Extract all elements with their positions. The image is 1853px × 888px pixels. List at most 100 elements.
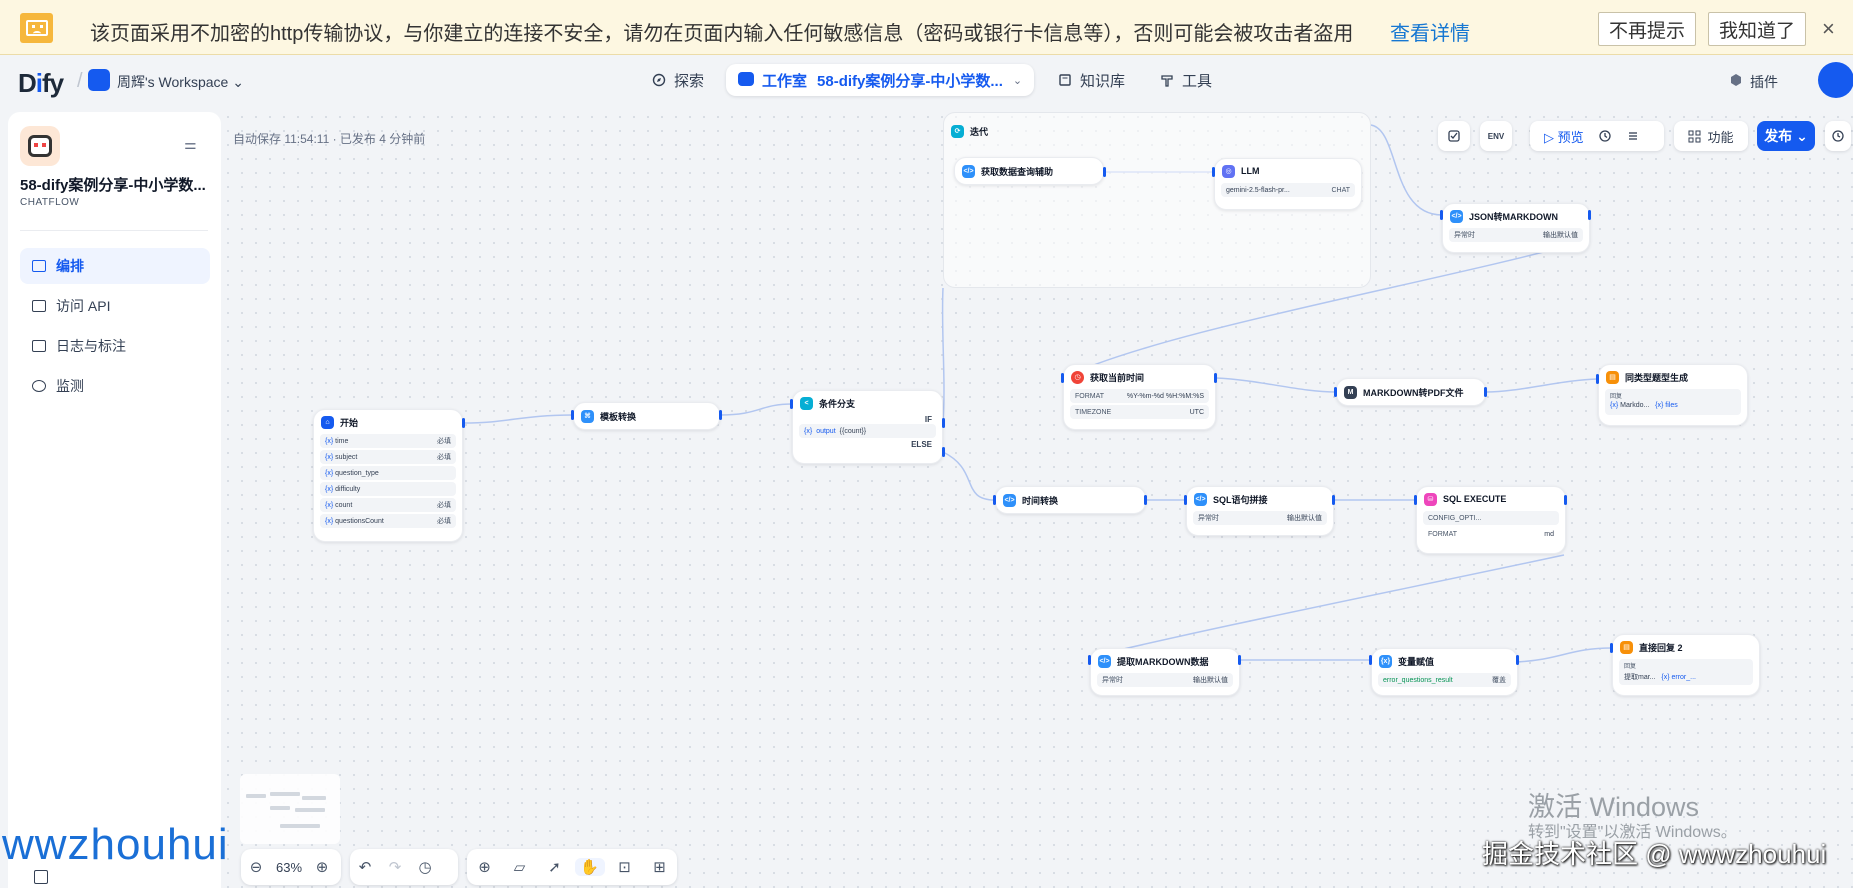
branch-icon: < xyxy=(800,396,813,410)
workspace-avatar[interactable] xyxy=(88,69,110,91)
node-output-handle[interactable] xyxy=(1516,655,1519,665)
sidebar-item-api[interactable]: 访问 API xyxy=(20,288,210,324)
dify-logo[interactable]: Dify xyxy=(18,68,64,98)
node-llm[interactable]: ◎LLM gemini-2.5-flash-pr...CHAT xyxy=(1214,158,1362,210)
node-input-handle[interactable] xyxy=(790,399,793,409)
file-list-icon xyxy=(32,340,46,352)
node-output-handle[interactable] xyxy=(1238,655,1241,665)
answer-content: 回复 {x} Markdo... {x} files xyxy=(1605,389,1741,415)
node-input-handle[interactable] xyxy=(571,410,574,420)
env-button[interactable]: ENV xyxy=(1480,121,1512,151)
add-node-icon[interactable]: ⊕ xyxy=(478,859,491,876)
chevron-down-icon[interactable]: ⌄ xyxy=(1012,74,1023,87)
minimap[interactable] xyxy=(240,774,340,844)
zoom-level[interactable]: 63% xyxy=(275,859,303,875)
markdown-icon: M xyxy=(1344,385,1357,399)
checklist-icon[interactable] xyxy=(1626,129,1640,143)
node-output-handle[interactable] xyxy=(1144,495,1147,505)
add-note-icon[interactable]: ▱ xyxy=(513,859,526,876)
start-var-row: {x} question_type xyxy=(320,466,456,480)
top-header: Dify / 周辉's Workspace ⌄ 探索 工作室 58-dify案例… xyxy=(0,56,1853,110)
node-input-handle[interactable] xyxy=(1414,495,1417,505)
node-fetch-sql-helper[interactable]: </>获取数据查询辅助 xyxy=(954,157,1104,185)
node-input-handle[interactable] xyxy=(1088,655,1091,665)
collapse-sidebar-icon[interactable] xyxy=(34,870,48,884)
preview-button[interactable]: ▷ 预览 xyxy=(1544,129,1584,145)
node-output-handle[interactable] xyxy=(1588,210,1591,220)
node-get-current-time[interactable]: ◷获取当前时间 FORMAT%Y-%m-%d %H:%M:%S TIMEZONE… xyxy=(1063,364,1216,430)
features-button[interactable]: 功能 xyxy=(1674,121,1748,151)
node-answer-similar[interactable]: ▤同类型题型生成 回复 {x} Markdo... {x} files xyxy=(1598,364,1748,426)
node-input-handle[interactable] xyxy=(1061,373,1064,383)
sidebar-item-orchestrate[interactable]: 编排 xyxy=(20,248,210,284)
node-title: 模板转换 xyxy=(600,411,637,422)
user-avatar[interactable] xyxy=(1818,62,1853,98)
nav-explore[interactable]: 探索 xyxy=(652,63,704,97)
node-markdown-to-pdf[interactable]: M MARKDOWN转PDF文件 xyxy=(1336,378,1486,406)
plugins-button[interactable]: 插件 xyxy=(1750,74,1778,90)
node-output-handle[interactable] xyxy=(719,410,722,420)
node-template-transform[interactable]: ⌘模板转换 xyxy=(573,402,720,430)
windows-activation-title: 激活 Windows xyxy=(1528,792,1700,822)
autosave-status: 自动保存 11:54:11 · 已发布 4 分钟前 xyxy=(233,132,426,146)
node-output-handle[interactable] xyxy=(1332,495,1335,505)
node-sql-concat[interactable]: </>SQL语句拼接 异常时输出默认值 xyxy=(1186,486,1334,536)
nav-tools[interactable]: 工具 xyxy=(1160,63,1212,97)
app-sidebar: ⚌ 58-dify案例分享-中小学数... CHATFLOW 编排 访问 API… xyxy=(8,112,221,888)
node-title: 时间转换 xyxy=(1022,495,1059,506)
node-time-conversion[interactable]: </>时间转换 xyxy=(995,486,1146,514)
nav-knowledge[interactable]: 知识库 xyxy=(1058,63,1125,97)
preview-group: ▷ 预览 xyxy=(1530,121,1664,151)
node-output-handle[interactable] xyxy=(1103,167,1106,177)
pointer-icon[interactable]: ➚ xyxy=(548,859,561,876)
node-input-handle[interactable] xyxy=(1369,655,1372,665)
plugin-icon xyxy=(1731,74,1741,86)
export-image-icon[interactable]: ⊡ xyxy=(618,859,631,876)
node-input-handle[interactable] xyxy=(1610,643,1613,653)
publish-button[interactable]: 发布 ⌄ xyxy=(1757,121,1815,151)
dont-remind-button[interactable]: 不再提示 xyxy=(1598,12,1696,46)
redo-icon[interactable]: ↷ xyxy=(388,859,402,876)
node-output-handle[interactable] xyxy=(942,447,945,457)
got-it-button[interactable]: 我知道了 xyxy=(1708,12,1806,46)
node-output-handle[interactable] xyxy=(462,418,465,428)
zoom-in-icon[interactable]: ⊕ xyxy=(315,859,329,876)
node-output-handle[interactable] xyxy=(1564,495,1567,505)
app-mode: CHATFLOW xyxy=(20,197,80,208)
node-input-handle[interactable] xyxy=(1334,387,1337,397)
node-input-handle[interactable] xyxy=(1212,167,1215,177)
node-extract-markdown[interactable]: </>提取MARKDOWN数据 异常时输出默认值 xyxy=(1090,648,1240,696)
node-if-else[interactable]: <条件分支 IF {x}output{{count}} ELSE xyxy=(792,390,943,464)
run-history-icon[interactable] xyxy=(1598,129,1612,143)
view-details-link[interactable]: 查看详情 xyxy=(1390,23,1470,45)
issues-button[interactable] xyxy=(1438,121,1470,151)
history-icon[interactable]: ◷ xyxy=(418,859,432,876)
hand-icon[interactable]: ✋ xyxy=(574,858,605,876)
close-icon[interactable]: × xyxy=(1822,16,1835,41)
node-input-handle[interactable] xyxy=(1440,210,1443,220)
node-output-handle[interactable] xyxy=(1214,373,1217,383)
sidebar-item-monitor[interactable]: 监测 xyxy=(20,368,210,404)
node-input-handle[interactable] xyxy=(1596,374,1599,384)
sidebar-settings-icon[interactable]: ⚌ xyxy=(184,136,197,152)
code-icon: </> xyxy=(962,164,975,178)
workspace-selector[interactable]: 周辉's Workspace ⌄ xyxy=(117,74,244,90)
node-output-handle[interactable] xyxy=(1484,387,1487,397)
node-json-to-markdown[interactable]: </>JSON转MARKDOWN 异常时输出默认值 xyxy=(1442,203,1590,253)
undo-icon[interactable]: ↶ xyxy=(358,859,372,876)
node-output-handle[interactable] xyxy=(942,418,945,428)
node-input-handle[interactable] xyxy=(1184,495,1187,505)
node-direct-answer-2[interactable]: ▤直接回复 2 回复 提取mar... {x} error_... xyxy=(1612,634,1760,696)
version-history-button[interactable] xyxy=(1825,121,1851,151)
zoom-out-icon[interactable]: ⊖ xyxy=(249,859,263,876)
nav-studio[interactable]: 工作室 58-dify案例分享-中小学数... ⌄ xyxy=(726,64,1034,96)
node-input-handle[interactable] xyxy=(993,495,996,505)
organize-icon[interactable]: ⊞ xyxy=(653,859,666,876)
sidebar-item-logs[interactable]: 日志与标注 xyxy=(20,328,210,364)
node-title: MARKDOWN转PDF文件 xyxy=(1363,387,1464,398)
